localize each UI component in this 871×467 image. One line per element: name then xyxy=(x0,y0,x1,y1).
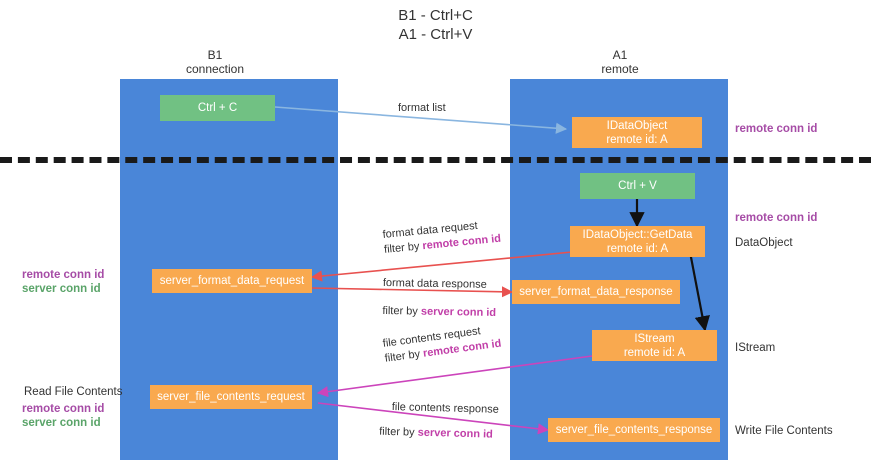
node-idataobject[interactable]: IDataObject remote id: A xyxy=(572,117,702,148)
right-label-istream: IStream xyxy=(735,342,776,354)
column-a1-name: A1 xyxy=(612,48,628,62)
node-server-format-data-response[interactable]: server_format_data_response xyxy=(512,280,680,304)
node-getdata-line1: IDataObject::GetData xyxy=(582,228,693,241)
node-server-format-data-response-label: server_format_data_response xyxy=(519,286,673,298)
edge-label-format-data-response-filter: filter by server conn id xyxy=(382,304,496,321)
node-istream-line2: remote id: A xyxy=(623,346,686,359)
edge-label-file-contents-response: file contents response xyxy=(391,400,499,416)
filter-prefix-1: filter by xyxy=(383,240,424,256)
column-header-a1: A1 remote xyxy=(550,48,690,76)
title-line-1: B1 - Ctrl+C xyxy=(398,7,473,24)
filter-prefix-4: filter by xyxy=(379,425,418,439)
filter-key-server-conn-id-1: server conn id xyxy=(420,305,497,319)
edge-label-file-contents-response-filter: filter by server conn id xyxy=(379,425,498,443)
node-ctrl-c-label: Ctrl + C xyxy=(197,102,238,114)
node-idataobject-line2: remote id: A xyxy=(606,133,668,146)
filter-key-server-conn-id-2: server conn id xyxy=(417,426,494,441)
column-a1-sub: remote xyxy=(601,62,639,76)
node-server-file-contents-request-label: server_file_contents_request xyxy=(157,391,305,403)
node-ctrl-v[interactable]: Ctrl + V xyxy=(580,173,695,199)
left-label-read-file-contents: Read File Contents xyxy=(24,386,123,398)
title-line-2: A1 - Ctrl+V xyxy=(398,26,473,43)
left-label-conn-ids-bottom: remote conn id server conn id xyxy=(22,402,104,430)
node-server-format-data-request[interactable]: server_format_data_request xyxy=(152,269,312,293)
edge-label-format-data-request-group: format data request filter by remote con… xyxy=(382,217,502,258)
node-istream[interactable]: IStream remote id: A xyxy=(592,330,717,361)
edge-label-file-contents-response-group: file contents response filter by server … xyxy=(379,400,499,443)
column-header-b1: B1 connection xyxy=(145,48,285,76)
right-label-remote-conn-id-mid: remote conn id xyxy=(735,212,818,224)
left-label-remote-conn-id-mid: remote conn id xyxy=(22,269,105,281)
node-istream-line1: IStream xyxy=(634,332,675,345)
left-label-server-conn-id-bottom: server conn id xyxy=(22,417,101,429)
node-server-file-contents-response-label: server_file_contents_response xyxy=(555,424,713,436)
right-label-dataobject: DataObject xyxy=(735,237,793,249)
node-server-file-contents-response[interactable]: server_file_contents_response xyxy=(548,418,720,442)
right-label-write-file-contents: Write File Contents xyxy=(735,425,833,437)
node-ctrl-c[interactable]: Ctrl + C xyxy=(160,95,275,121)
edge-label-format-data-response: format data response xyxy=(382,276,487,291)
filter-prefix-3: filter by xyxy=(384,347,424,365)
diagram-title: B1 - Ctrl+C A1 - Ctrl+V xyxy=(0,6,871,44)
right-label-remote-conn-id-top: remote conn id xyxy=(735,123,818,135)
node-idataobject-getdata[interactable]: IDataObject::GetData remote id: A xyxy=(570,226,705,257)
node-server-format-data-request-label: server_format_data_request xyxy=(159,275,305,287)
node-idataobject-line1: IDataObject xyxy=(606,119,668,132)
edge-label-file-contents-request-group: file contents request filter by remote c… xyxy=(382,322,502,367)
column-b1-name: B1 xyxy=(207,48,223,62)
filter-prefix-2: filter by xyxy=(382,304,422,318)
node-getdata-line2: remote id: A xyxy=(606,242,669,255)
section-divider xyxy=(0,157,871,163)
left-label-remote-conn-id-bottom: remote conn id xyxy=(22,403,105,415)
node-ctrl-v-label: Ctrl + V xyxy=(618,180,657,192)
edge-label-format-list: format list xyxy=(398,102,446,114)
column-b1-sub: connection xyxy=(185,62,245,76)
left-label-server-conn-id-mid: server conn id xyxy=(22,283,101,295)
left-label-conn-ids-mid: remote conn id server conn id xyxy=(22,268,104,296)
edge-label-format-data-response-group: format data response filter by server co… xyxy=(382,276,496,321)
node-server-file-contents-request[interactable]: server_file_contents_request xyxy=(150,385,312,409)
